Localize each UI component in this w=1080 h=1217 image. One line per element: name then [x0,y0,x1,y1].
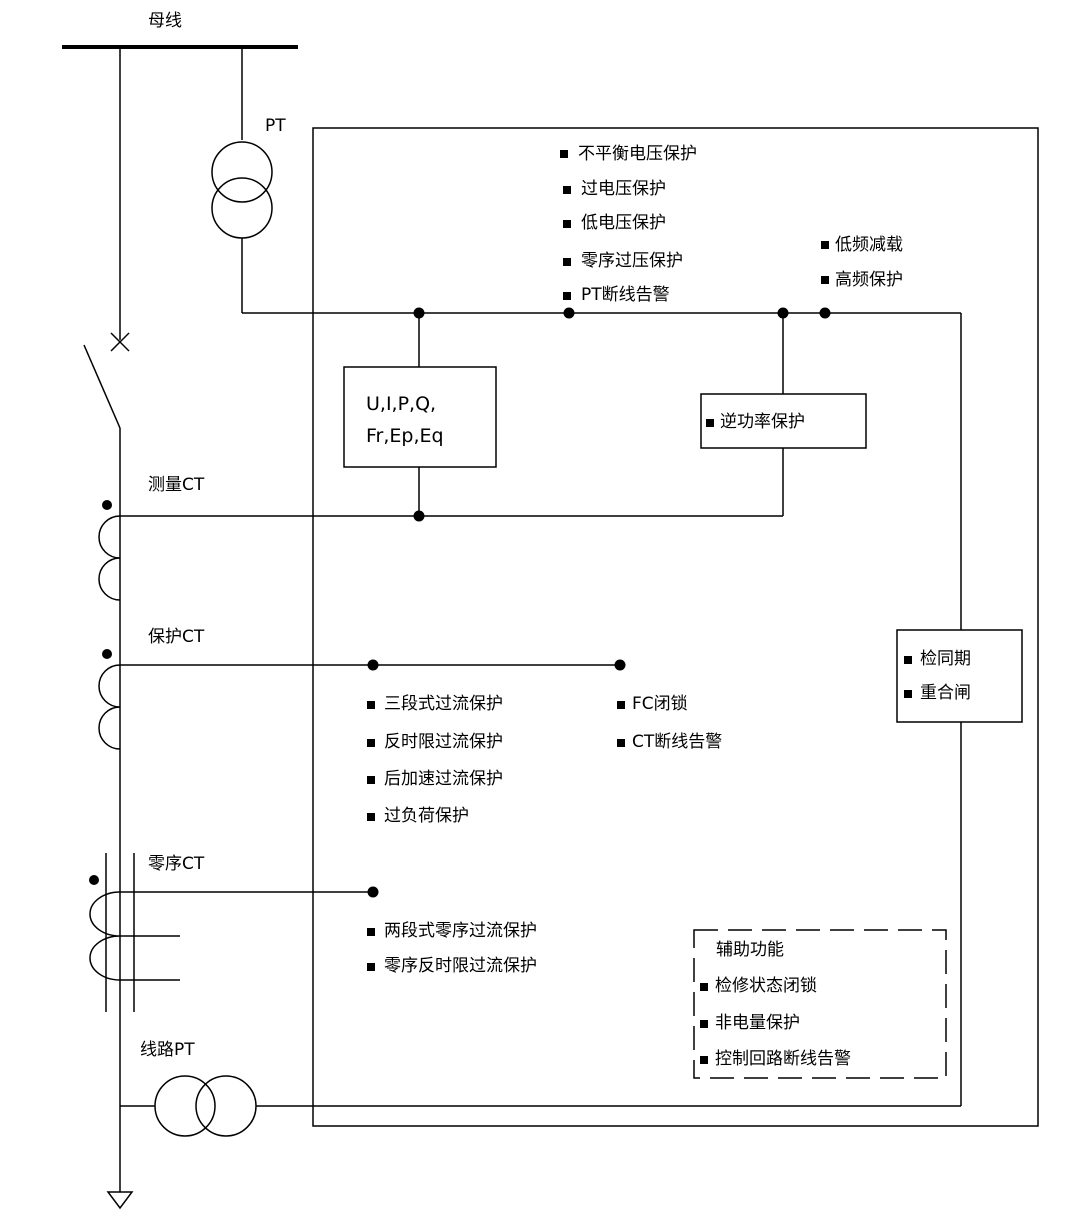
bullet-voltage-4 [563,292,571,300]
voltage-junction-2 [563,307,575,319]
auxiliary-title: 辅助功能 [716,940,784,960]
meter-line-2: Fr,Ep,Eq [366,425,444,447]
zero-seq-function-1: 零序反时限过流保护 [384,956,537,976]
bullet-fc-0 [617,701,625,709]
voltage-function-1: 过电压保护 [581,179,666,199]
bullet-frequency-1 [821,276,829,284]
bullet-overcurrent-2 [367,776,375,784]
bullet-zero-1 [367,963,375,971]
measure-junction [413,510,425,522]
bullet-sync-1 [904,690,912,698]
bullet-reverse-power [706,419,714,427]
protect-ct-label: 保护CT [148,627,205,647]
line-pt-coil-left [154,1075,216,1137]
bullet-overcurrent-0 [367,701,375,709]
disconnect-x-mark-2 [110,332,130,352]
zero-ct-polarity-dot [89,875,99,885]
protect-ct-coil [98,664,121,750]
bullet-aux-2 [700,1056,708,1064]
meter-box [343,366,497,468]
bullet-voltage-2 [563,220,571,228]
bullet-aux-1 [700,1020,708,1028]
busbar-label: 母线 [148,11,182,31]
voltage-function-0: 不平衡电压保护 [578,144,697,164]
overcurrent-function-0: 三段式过流保护 [384,694,503,714]
auxiliary-item-2: 控制回路断线告警 [715,1049,851,1069]
reverse-power-label: 逆功率保护 [720,412,805,432]
measure-ct-label: 测量CT [148,475,205,495]
frequency-function-1: 高频保护 [835,270,903,290]
protect-ct-polarity-dot [102,649,112,659]
auxiliary-box [693,929,947,1079]
measure-ct-polarity-dot [102,500,112,510]
meter-line-1: U,I,P,Q, [366,393,436,415]
bus-pt-coil-top [211,141,273,203]
sync-item-1: 重合闸 [920,683,971,703]
sync-item-0: 检同期 [920,649,971,669]
bullet-voltage-3 [563,258,571,266]
voltage-junction-4 [819,307,831,319]
sync-box [896,629,1023,723]
auxiliary-item-0: 检修状态闭锁 [715,976,817,996]
switch-blade [83,344,121,429]
bullet-overcurrent-1 [367,739,375,747]
protect-junction-1 [367,659,379,671]
bullet-zero-0 [367,928,375,936]
bullet-aux-0 [700,983,708,991]
voltage-function-2: 低电压保护 [581,213,666,233]
bullet-overcurrent-3 [367,813,375,821]
fc-function-0: FC闭锁 [632,694,688,714]
overcurrent-function-1: 反时限过流保护 [384,732,503,752]
zero-ct-coil [89,891,121,981]
auxiliary-item-1: 非电量保护 [715,1013,800,1033]
overcurrent-function-2: 后加速过流保护 [384,769,503,789]
zero-junction [367,886,379,898]
fc-function-1: CT断线告警 [632,732,722,752]
voltage-function-4: PT断线告警 [581,285,670,305]
bullet-fc-1 [617,739,625,747]
bus-pt-coil-bottom [211,177,273,239]
bullet-voltage-0 [560,150,568,158]
bus-pt-label: PT [265,116,286,136]
bullet-sync-0 [904,656,912,664]
ground-symbol [106,1191,134,1210]
bullet-frequency-0 [821,241,829,249]
bullet-voltage-1 [563,186,571,194]
frequency-function-0: 低频减载 [835,235,903,255]
line-pt-label: 线路PT [140,1040,195,1060]
zero-ct-label: 零序CT [148,854,205,874]
device-frame [312,127,1039,1127]
line-pt-coil-right [195,1075,257,1137]
overcurrent-function-3: 过负荷保护 [384,806,469,826]
measure-ct-coil [98,515,121,601]
zero-seq-function-0: 两段式零序过流保护 [384,921,537,941]
voltage-function-3: 零序过压保护 [581,251,683,271]
protect-junction-2 [614,659,626,671]
